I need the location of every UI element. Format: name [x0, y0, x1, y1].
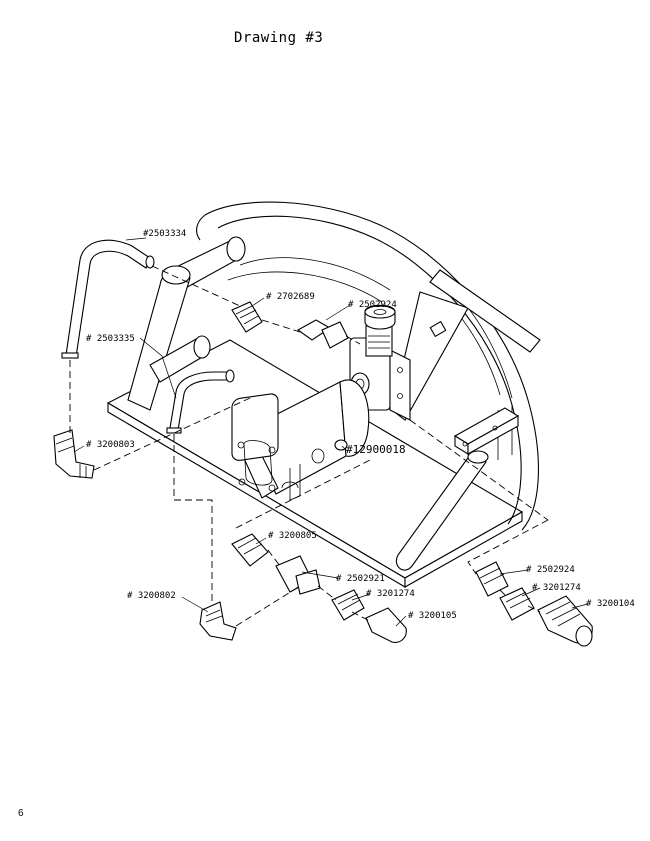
- callout-3201274-right: # 3201274: [532, 583, 581, 593]
- frame-tubes: [127, 236, 513, 571]
- callout-3200802: # 3200802: [127, 591, 176, 601]
- callout-3200805: # 3200805: [268, 531, 317, 541]
- hydraulic-pump: [231, 379, 370, 501]
- callout-3200105: # 3200105: [408, 611, 457, 621]
- callout-2502924-lower: # 2502924: [526, 565, 575, 575]
- callout-2502924-upper: # 2502924: [348, 300, 397, 310]
- drawing-title: Drawing #3: [234, 30, 324, 46]
- callout-2503335: # 2503335: [86, 334, 135, 344]
- callout-2702689: # 2702689: [266, 292, 315, 302]
- right-bracket: [391, 269, 541, 455]
- page-number: 6: [18, 808, 24, 819]
- assembly-lines: [69, 265, 549, 627]
- callout-2900018: #12900018: [346, 443, 406, 456]
- callout-3200104: # 3200104: [586, 599, 635, 609]
- callout-3201274-left: # 3201274: [366, 589, 415, 599]
- callout-2502921: # 2502921: [336, 574, 385, 584]
- callout-3200803: # 3200803: [86, 440, 135, 450]
- callout-2503334: #2503334: [143, 229, 186, 239]
- hoses: [61, 239, 235, 434]
- callouts: #2503334 # 2702689 # 2502924 # 2503335 #…: [86, 229, 635, 621]
- fittings: [53, 301, 593, 647]
- leader-lines: [73, 237, 589, 627]
